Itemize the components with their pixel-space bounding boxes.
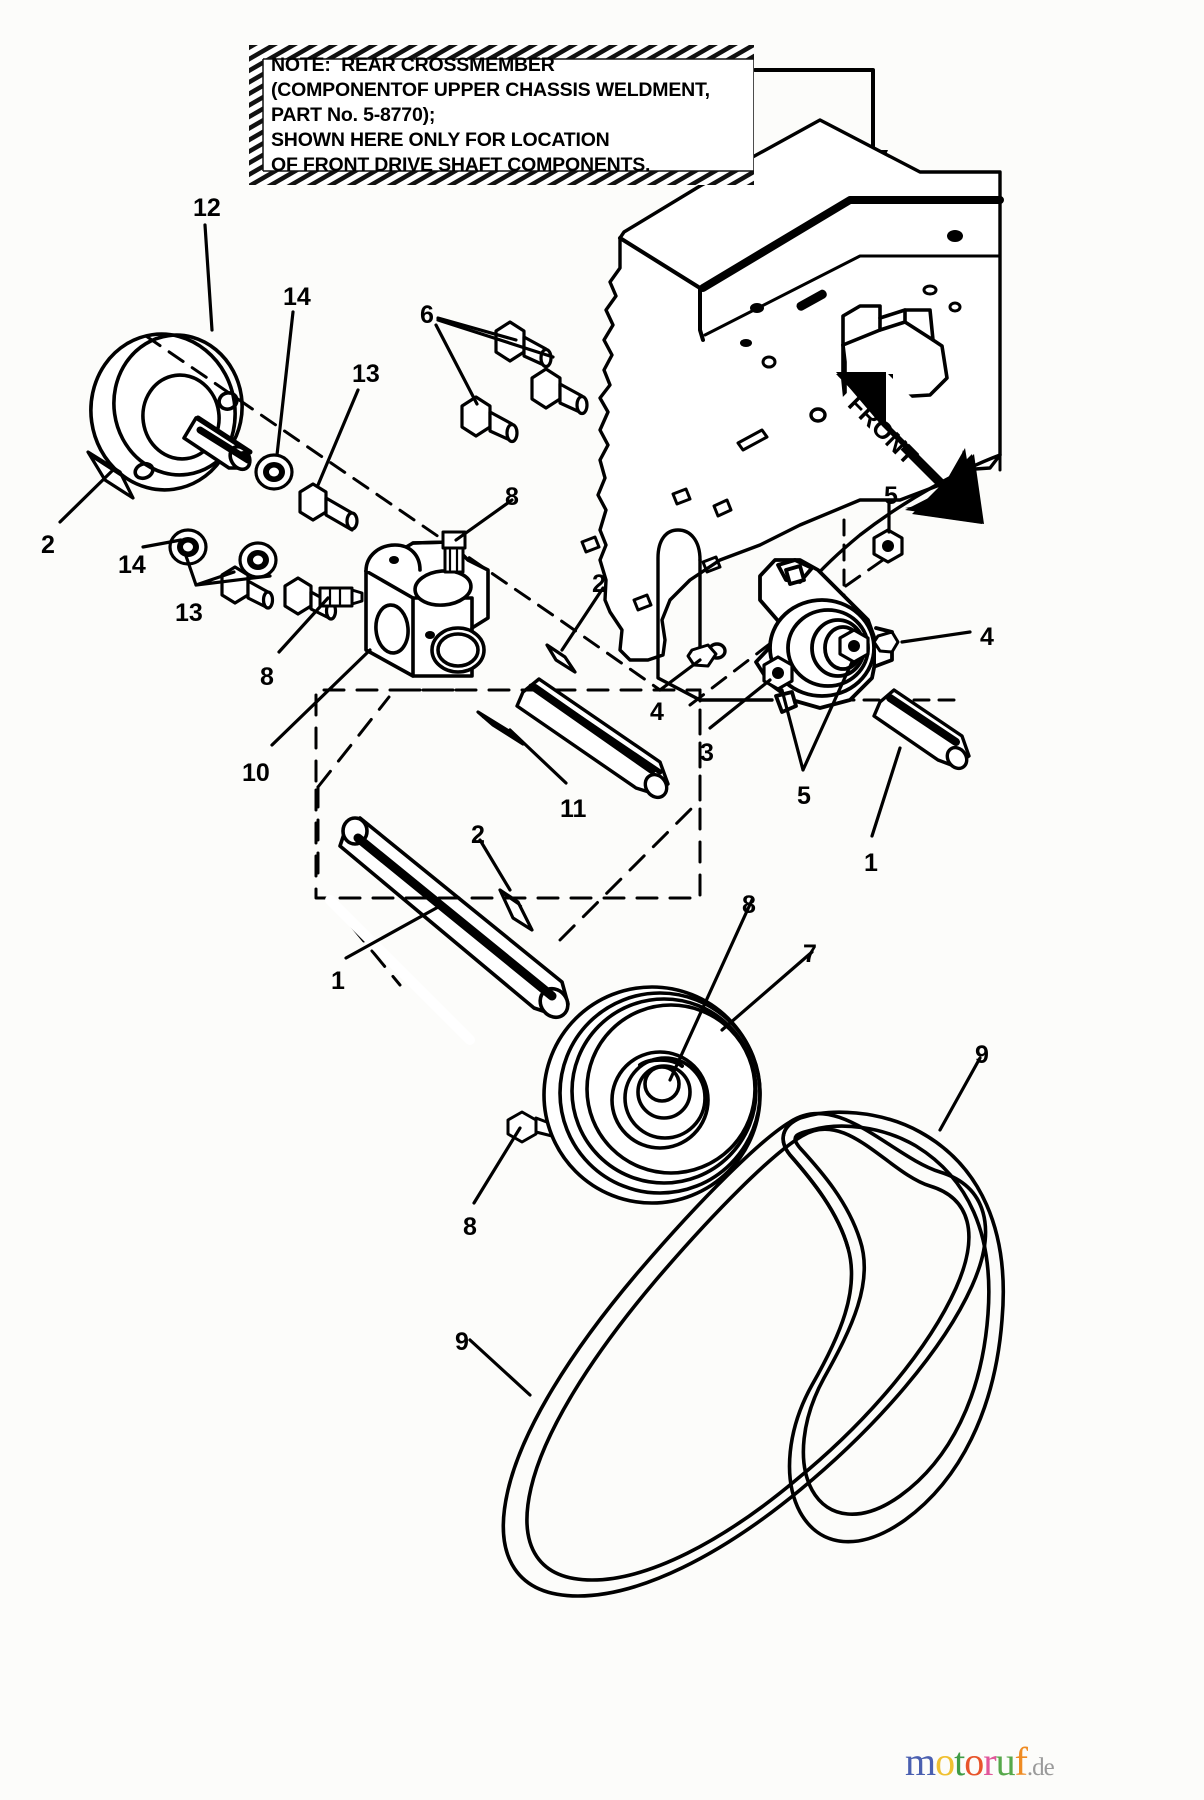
lock-washer-4-left (686, 643, 718, 668)
hex-nut-5-top (872, 528, 904, 564)
note-text: NOTE: REAR CROSSMEMBER (COMPONENTOF UPPE… (271, 54, 710, 176)
callout-5-hex-nut-top: 5 (884, 482, 898, 510)
square-key-2-mid (498, 888, 534, 932)
hex-nut-5-right (838, 628, 870, 664)
callout-6-flange-bolt: 6 (420, 301, 434, 329)
plate-top-edge (699, 196, 1004, 292)
motoruf-watermark: motoruf.de (905, 1738, 1055, 1785)
callout-12-drive-hub-flange: 12 (193, 194, 221, 222)
watermark-letter: f (1014, 1739, 1028, 1784)
yoke-bore-top (413, 569, 473, 607)
callout-8-grease-fitting-left: 8 (260, 663, 274, 691)
plate-slot (796, 289, 827, 311)
callout-1-main-drive-shaft: 1 (331, 967, 345, 995)
callout-5-hex-nut-lower: 5 (797, 782, 811, 810)
callout-8-grease-fitting-lower: 8 (463, 1213, 477, 1241)
belt-crossing (781, 1116, 850, 1250)
hex-bolt-13-upper (298, 482, 359, 532)
front-arrow-body (836, 372, 984, 524)
v-belt-front (501, 1111, 988, 1598)
note-box-hatch-border (249, 45, 754, 185)
hex-nut-5-mid (762, 655, 794, 691)
plate-hole (712, 498, 733, 518)
watermark-letter: o (935, 1739, 955, 1784)
plate-hole (580, 535, 601, 554)
callout-10-universal-joint-yoke: 10 (242, 759, 270, 787)
double-v-pulley (542, 985, 762, 1205)
bearing-mount-ear (784, 564, 806, 586)
lock-washer-14-upper (254, 453, 294, 491)
hub-center-line (144, 334, 662, 692)
plate-hole (809, 407, 827, 423)
watermark-letter: t (954, 1739, 965, 1784)
callout-11-roll-pin: 11 (560, 795, 587, 823)
plate-hole (761, 355, 777, 369)
plate-left-edge (618, 236, 702, 290)
drive-shaft-short-right (872, 688, 971, 771)
callout-9-v-belt-left: 9 (455, 1328, 469, 1356)
callout-1-drive-shaft-right: 1 (864, 849, 878, 877)
grease-fitting-8-left (318, 586, 364, 608)
plate-hole (671, 487, 692, 506)
plate-notch (656, 528, 774, 702)
callout-2-square-key-left: 2 (41, 531, 55, 559)
callout-13-hex-bolt-lower: 13 (175, 599, 203, 627)
universal-joint-yoke (364, 540, 490, 678)
lock-washer-14-lower-2 (238, 541, 278, 579)
plate-hole (632, 593, 653, 612)
plate-hole (750, 303, 764, 313)
watermark-tld: .de (1026, 1754, 1055, 1781)
callout-13-hex-bolt: 13 (352, 360, 380, 388)
callout-14-lock-washer: 14 (283, 283, 311, 311)
watermark-letter: o (964, 1739, 984, 1784)
flange-bolt-6-c (460, 395, 519, 444)
hex-bolt-13-lower-a (220, 565, 275, 610)
plate-hole (922, 284, 938, 296)
plate-hole (948, 301, 962, 313)
callout-3-flange-bearing: 3 (700, 739, 714, 767)
callout-4-lock-washer-left: 4 (650, 698, 664, 726)
yoke-bore-side (374, 603, 410, 655)
watermark-letter: m (905, 1739, 936, 1784)
phantom-outline (316, 688, 472, 789)
note-leader-arrow (753, 68, 875, 157)
phantom-edge (558, 688, 702, 942)
callout-2-square-key-center: 2 (592, 570, 606, 598)
note-box: NOTE: REAR CROSSMEMBER (COMPONENTOF UPPE… (249, 45, 754, 185)
main-shaft-keyway (353, 833, 557, 1001)
callout-8-grease-fitting-top: 8 (505, 483, 519, 511)
shaft-keyway-right (886, 694, 960, 746)
watermark-wordmark: motoruf (905, 1739, 1028, 1784)
watermark-letter: u (995, 1739, 1016, 1784)
callout-2-square-key-mid: 2 (471, 821, 485, 849)
callout-7-double-v-pulley: 7 (803, 940, 817, 968)
square-key-left (86, 450, 135, 500)
leader-lines (58, 223, 982, 1397)
callout-9-v-belt-right: 9 (975, 1041, 989, 1069)
roll-pin-11 (476, 710, 525, 746)
callout-14-lock-washer-lower: 14 (118, 551, 146, 579)
bearing-center-line (688, 546, 902, 707)
plate-hole (740, 339, 752, 347)
callout-4-lock-washer-right: 4 (980, 623, 994, 651)
drive-shaft-stub-upper (515, 677, 670, 800)
flange-bolt-6-a (494, 320, 553, 369)
square-key-2-center (545, 643, 577, 674)
grease-fitting-8-top (441, 530, 467, 574)
callout-8-grease-fitting-pulley: 8 (742, 891, 756, 919)
watermark-letter: r (983, 1739, 996, 1784)
plate-slot (736, 428, 769, 452)
shaft-keyway-upper (531, 684, 656, 774)
plate-hole (701, 555, 722, 574)
lock-washer-4-right (872, 630, 900, 654)
flange-bolt-6-b (530, 367, 589, 416)
plate-hole (947, 230, 963, 242)
